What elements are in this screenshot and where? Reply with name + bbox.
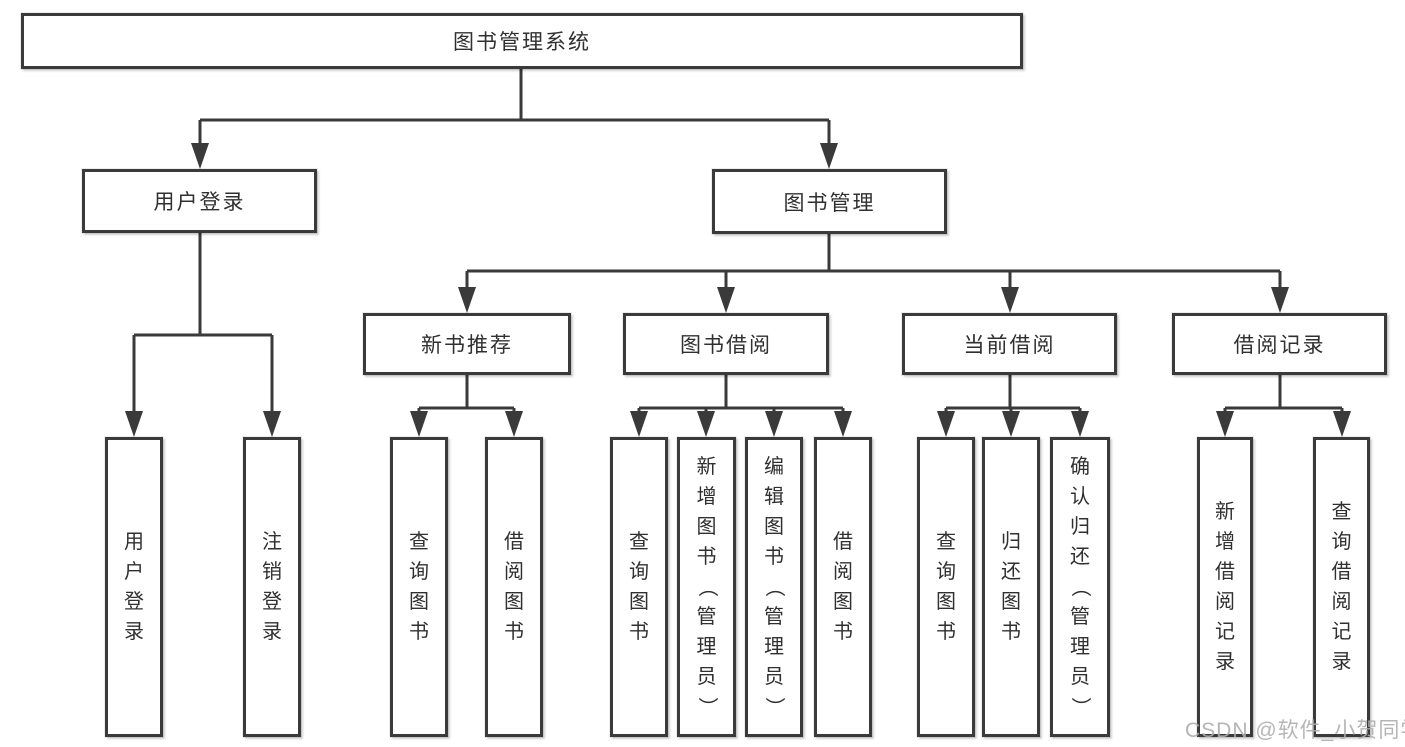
node-user-login: 用户登录 [82,169,317,233]
leaf-logout: 注销登录 [243,437,301,737]
leaf-records-add-record: 新增借阅记录 [1197,437,1253,737]
connector-root-to-level2 [191,66,838,169]
node-library-system: 图书管理系统 [21,13,1023,69]
leaf-borrow-borrow-books: 借阅图书 [814,437,872,737]
connector-new-book-children [410,375,523,437]
connector-current-borrow-children [937,375,1089,437]
leaf-current-confirm-return-admin: 确认归还（管理员） [1050,437,1110,737]
node-current-borrow: 当前借阅 [902,313,1117,375]
node-book-borrow: 图书借阅 [623,313,829,375]
connector-book-borrow-children [630,375,852,437]
node-book-management: 图书管理 [712,169,947,234]
node-borrow-records: 借阅记录 [1172,313,1387,375]
watermark: CSDN @软件_小贺同学 [1185,719,1405,742]
leaf-current-return-books: 归还图书 [982,437,1040,737]
leaf-current-query-books: 查询图书 [917,437,975,737]
leaf-borrow-add-books-admin: 新增图书（管理员） [677,437,736,737]
node-new-book-recommend: 新书推荐 [363,313,571,375]
leaf-borrow-query-books: 查询图书 [610,437,668,737]
leaf-borrow-edit-books-admin: 编辑图书（管理员） [745,437,803,737]
connector-book-management-children [458,234,1289,313]
connector-borrow-records-children [1216,375,1351,437]
leaf-newbook-borrow-books: 借阅图书 [485,437,543,737]
connector-user-login-children [125,233,281,437]
leaf-user-login: 用户登录 [105,437,163,737]
leaf-newbook-query-books: 查询图书 [390,437,448,737]
leaf-records-query-record: 查询借阅记录 [1313,437,1370,737]
